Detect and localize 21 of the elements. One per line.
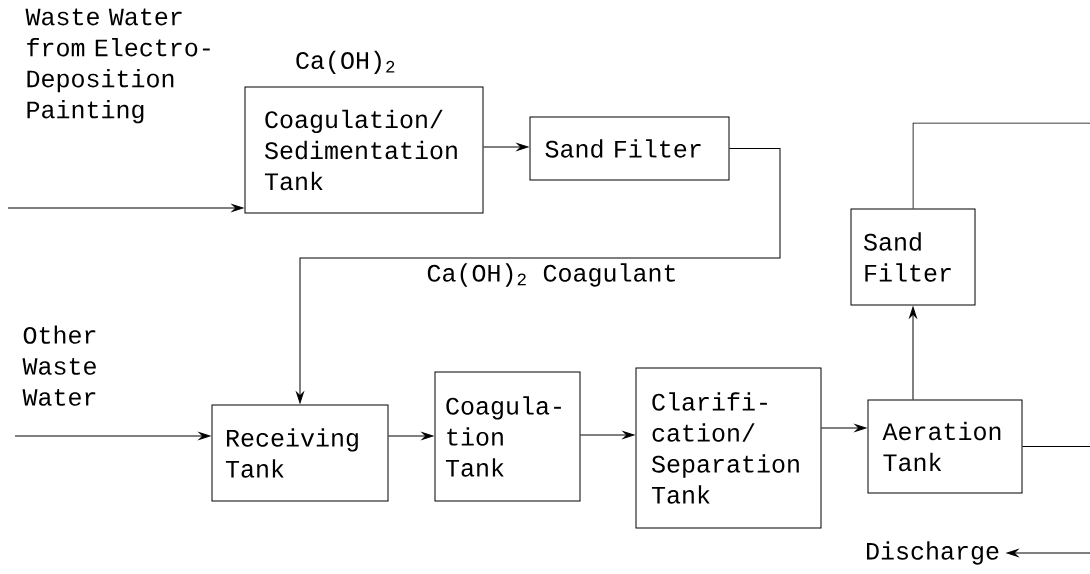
arrow xyxy=(580,431,635,439)
arrow xyxy=(388,432,434,440)
process-box: Sand Filter xyxy=(850,208,976,306)
outlet-label: Discharge xyxy=(867,541,999,565)
arrow xyxy=(7,204,244,212)
arrow xyxy=(1006,549,1090,557)
arrow xyxy=(14,432,211,440)
process-box: Clarifi- cation/ Separation Tank xyxy=(635,367,822,529)
reagent-label: Ca(OH)$_{2}$ xyxy=(296,50,395,74)
arrow xyxy=(909,306,917,400)
edge-label: Ca(OH)$_{2}$ Coagulant xyxy=(427,263,675,287)
process-box: Coagulation/ Sedimentation Tank xyxy=(244,86,484,214)
arrow xyxy=(821,424,867,432)
arrow xyxy=(296,148,781,404)
process-box: Receiving Tank xyxy=(211,404,389,502)
inlet-label: Waste Water from Electro- Deposition Painting xyxy=(25,8,210,124)
inlet-label: Other Waste Water xyxy=(22,325,96,406)
arrow xyxy=(483,143,529,151)
process-box: Coagula- tion Tank xyxy=(434,371,581,502)
process-box: Aeration Tank xyxy=(867,399,1023,494)
process-box: Sand Filter xyxy=(529,116,730,181)
